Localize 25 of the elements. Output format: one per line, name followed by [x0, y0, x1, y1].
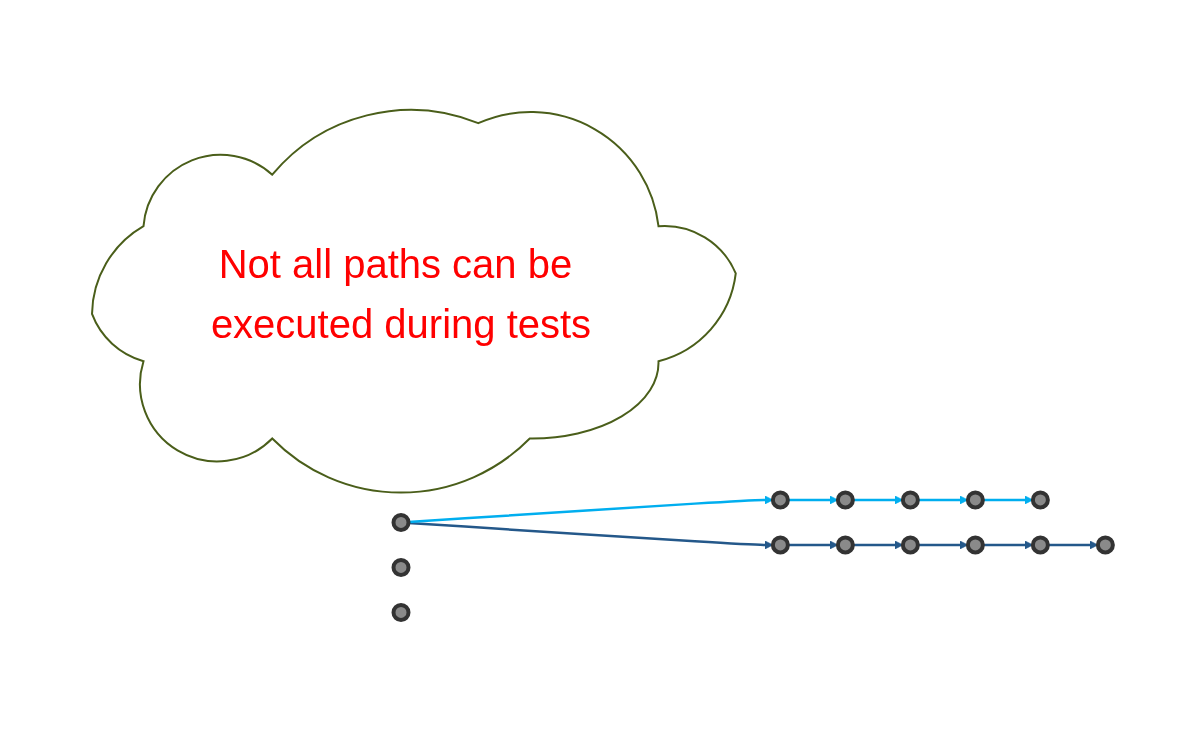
arrow — [982, 495, 1033, 505]
arrow — [852, 540, 903, 550]
arrow — [407, 521, 773, 550]
node-circle — [835, 490, 855, 510]
node-circle — [965, 490, 985, 510]
node-circle — [391, 557, 411, 577]
arrow — [982, 540, 1033, 550]
node-circle — [391, 602, 411, 622]
node-circle — [391, 512, 411, 532]
arrow — [917, 495, 968, 505]
node-circle — [835, 535, 855, 555]
node-circle — [1095, 535, 1115, 555]
arrow — [917, 540, 968, 550]
arrow — [407, 495, 773, 524]
arrow — [787, 495, 838, 505]
node-circle — [1030, 535, 1050, 555]
node-circle — [770, 535, 790, 555]
arrow — [787, 540, 838, 550]
node-circle — [1030, 490, 1050, 510]
node-circle — [900, 490, 920, 510]
node-circle — [900, 535, 920, 555]
arrow — [1047, 540, 1098, 550]
node-circle — [965, 535, 985, 555]
arrow — [852, 495, 903, 505]
node-circle — [770, 490, 790, 510]
